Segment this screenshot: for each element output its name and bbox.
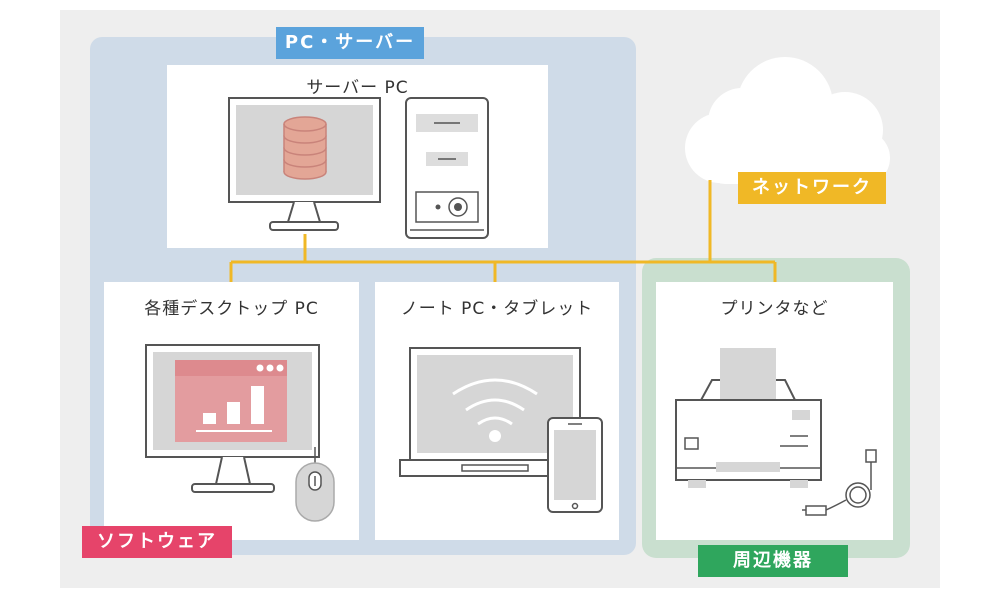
pc-server-tag: PC・サーバー	[276, 27, 424, 59]
server-tower-icon	[405, 97, 489, 239]
mouse-icon	[295, 447, 335, 522]
printer-icon	[675, 348, 822, 488]
wifi-icon	[452, 378, 538, 442]
peripherals-tag: 周辺機器	[698, 545, 848, 577]
database-icon	[283, 116, 327, 180]
tablet-icon	[547, 417, 603, 513]
network-lines	[229, 180, 777, 282]
laptop-tablet-title: ノート PC・タブレット	[400, 299, 594, 319]
software-window-icon	[175, 360, 287, 442]
desktop-pc-title: 各種デスクトップ PC	[144, 299, 319, 319]
cloud-icon	[685, 57, 890, 186]
network-tag: ネットワーク	[738, 172, 886, 204]
server-pc-title: サーバー PC	[306, 78, 409, 98]
usb-cable-icon	[802, 449, 877, 516]
printer-title: プリンタなど	[720, 299, 829, 319]
software-tag: ソフトウェア	[82, 526, 232, 558]
